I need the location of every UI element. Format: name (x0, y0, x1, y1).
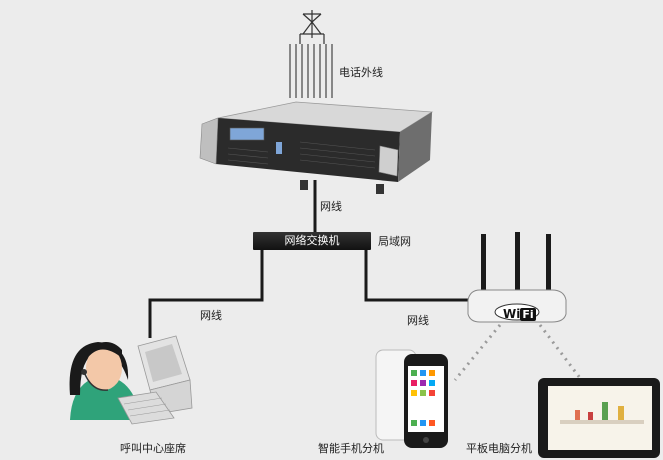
antenna-tower-icon (299, 10, 325, 44)
computer-icon (117, 335, 193, 425)
router-logo-fi: Fi (520, 308, 536, 321)
cable-switch-seat (148, 250, 264, 338)
phone-line-label: 电话外线 (339, 66, 383, 79)
operator-icon (69, 342, 140, 420)
smartphone-icon (375, 349, 448, 448)
network-line-label-right: 网线 (407, 314, 429, 327)
call-center-seat-label: 呼叫中心座席 (120, 442, 186, 455)
network-line-label-top: 网线 (320, 200, 342, 213)
lan-label: 局域网 (378, 235, 411, 248)
phone-line-bundle (289, 44, 333, 98)
network-line-label-left: 网线 (200, 309, 222, 322)
tablet-extension-label: 平板电脑分机 (466, 442, 532, 455)
network-cables (148, 180, 470, 338)
smartphone-extension-label: 智能手机分机 (318, 442, 384, 455)
router-logo-wi: Wi (503, 307, 521, 321)
wireless-links (453, 324, 582, 381)
tablet-icon (538, 378, 660, 458)
server-icon (199, 101, 434, 194)
switch-box: 网络交换机 (253, 232, 371, 250)
cable-switch-router (364, 250, 470, 302)
